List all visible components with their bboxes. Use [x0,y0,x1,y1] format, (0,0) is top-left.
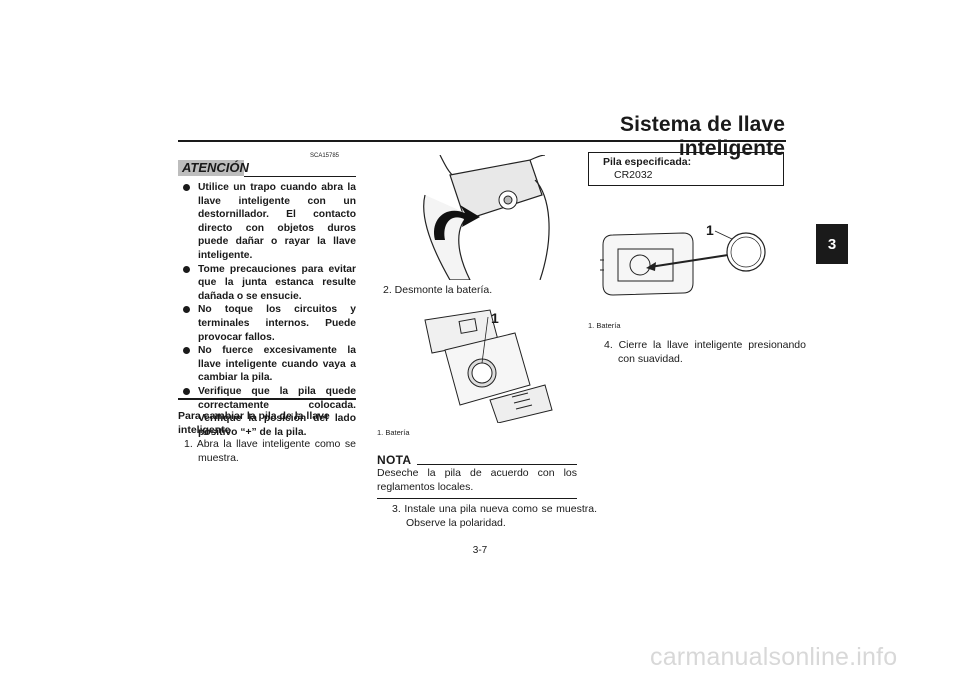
warning-item: No fuerce excesivamente la llave intelig… [178,344,356,385]
bullet-icon [183,306,190,314]
bullet-icon [183,184,190,191]
note-rule [417,464,577,465]
step-2: 2. Desmonte la batería. [383,284,493,296]
header-rule [178,140,786,142]
warning-label: ATENCIÓN [182,160,249,175]
bullet-icon [183,265,190,273]
figure-callout: 1 [706,222,714,238]
spec-value: CR2032 [614,169,653,181]
step-3: 3. Instale una pila nueva como se muestr… [392,503,597,529]
figure-caption: 1. Batería [588,321,621,330]
procedure-heading: Para cambiar la pila de la llave intelig… [178,410,330,436]
figure-callout: 1 [491,310,499,326]
figure-remove-battery [424,309,553,423]
spec-label: Pila especificada: [603,156,692,168]
warning-code: SCA15785 [310,153,340,159]
spec-box [588,152,784,186]
warning-end-rule [178,398,356,400]
note-label: NOTA [377,453,412,467]
warning-item: Verifique que la pila quede correctament… [178,385,356,439]
figure-caption: 1. Batería [377,428,410,437]
warning-rule [244,176,356,177]
note-end-rule [377,498,577,499]
warning-list: Utilice un trapo cuando abra la llave in… [178,181,356,439]
step-4: 4. Cierre la llave inteligente presionan… [604,339,806,365]
page-title: Sistema de llave inteligente [619,113,785,160]
warning-item: Tome precauciones para evitar que la jun… [178,263,356,304]
bullet-icon [183,387,190,395]
step-1: 1. Abra la llave inteligente como se mue… [184,438,356,464]
figure-install-battery [600,230,766,296]
warning-item: No toque los circuitos y terminales inte… [178,303,356,344]
chapter-tab[interactable]: 3 [816,224,848,264]
note-text: Deseche la pila de acuerdo con los regla… [377,467,577,493]
bullet-icon [183,347,190,355]
figure-open-key [423,155,550,280]
watermark: carmanualsonline.info [650,643,898,671]
warning-label-background [178,160,244,176]
page-number: 3-7 [472,545,488,556]
warning-item: Utilice un trapo cuando abra la llave in… [178,181,356,263]
